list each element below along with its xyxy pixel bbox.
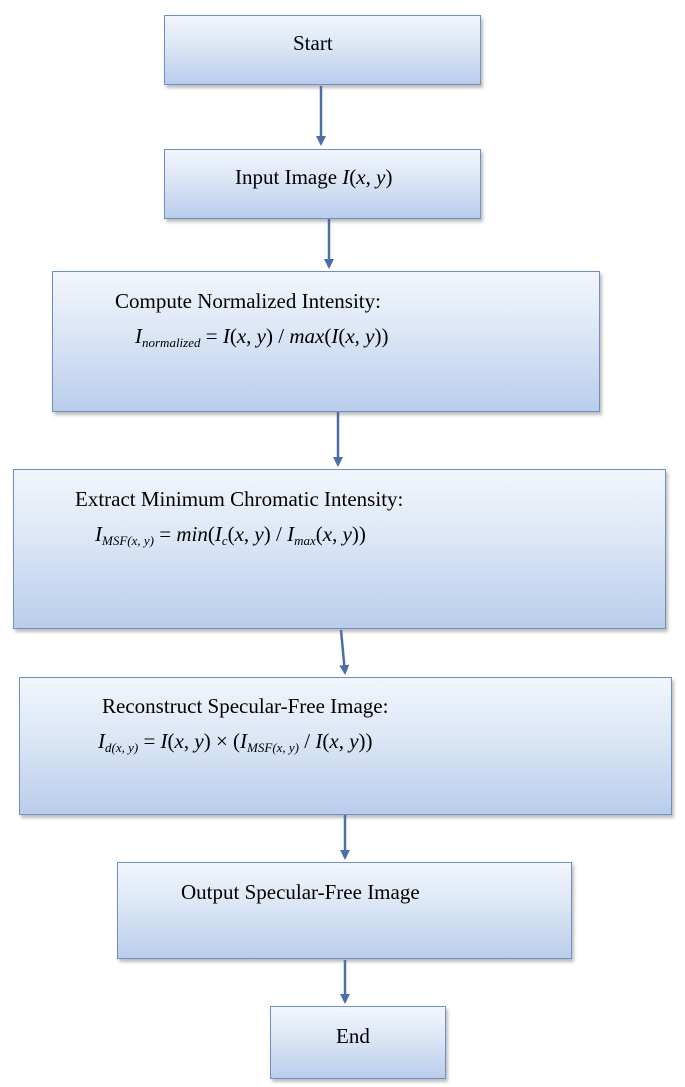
reconstruct-formula: Id(x, y) = I(x, y) × (IMSF(x, y) / I(x, …: [98, 729, 373, 755]
normalize-title: Compute Normalized Intensity:: [115, 289, 381, 313]
extract-formula: IMSF(x, y) = min(Ic(x, y) / Imax(x, y)): [95, 522, 366, 548]
extract-box: Extract Minimum Chromatic Intensity: IMS…: [13, 469, 666, 629]
start-label: Start: [293, 31, 333, 55]
start-box: Start: [164, 15, 481, 85]
output-box: Output Specular-Free Image: [117, 862, 572, 959]
reconstruct-title: Reconstruct Specular-Free Image:: [102, 694, 389, 718]
normalize-box: Compute Normalized Intensity: Inormalize…: [52, 271, 600, 412]
arrow-extract-to-reconstruct: [339, 629, 350, 675]
reconstruct-box: Reconstruct Specular-Free Image: Id(x, y…: [19, 677, 672, 815]
normalize-formula: Inormalized = I(x, y) / max(I(x, y)): [135, 324, 389, 350]
extract-title: Extract Minimum Chromatic Intensity:: [75, 487, 404, 511]
input-image-box: Input Image I(x, y): [164, 149, 481, 219]
output-label: Output Specular-Free Image: [181, 880, 420, 904]
end-box: End: [270, 1006, 446, 1079]
input-image-label: Input Image I(x, y): [235, 165, 393, 189]
end-label: End: [336, 1024, 370, 1048]
